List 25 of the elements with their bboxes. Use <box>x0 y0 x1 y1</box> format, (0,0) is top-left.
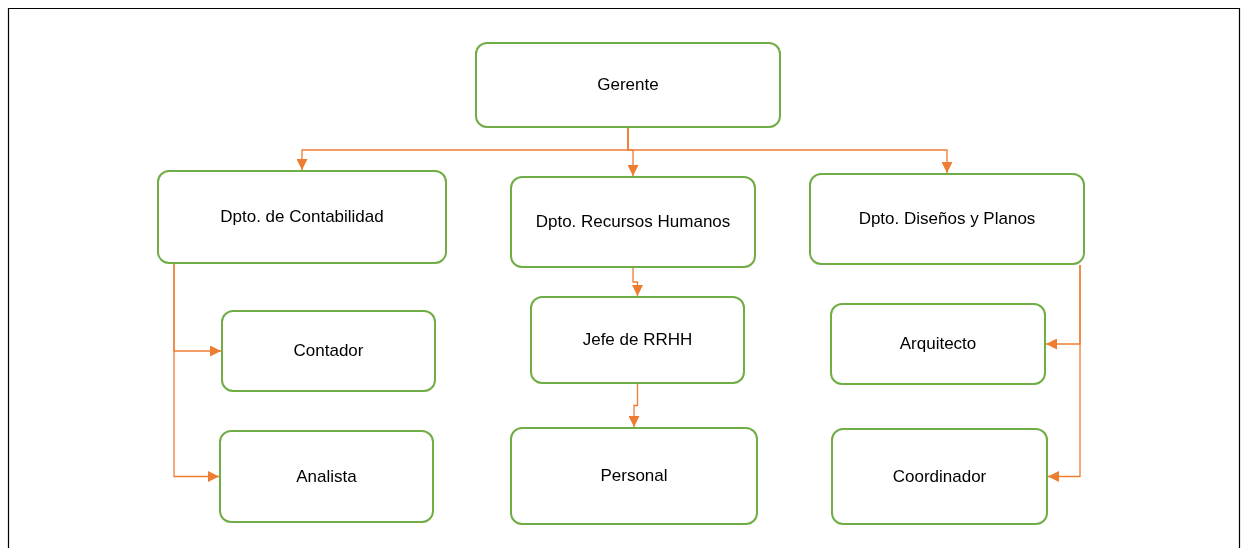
org-box <box>530 296 745 384</box>
box-label: Personal <box>599 465 669 488</box>
box-label: Dpto. Recursos Humanos <box>534 211 732 234</box>
box-label: Contador <box>292 340 365 363</box>
org-box <box>221 310 436 392</box>
connector-arrow <box>632 267 643 297</box>
connector-arrow <box>628 383 640 428</box>
box-label: Coordinador <box>891 465 988 488</box>
box-label: Gerente <box>596 74 660 97</box>
box-label: Analista <box>295 465 358 488</box>
org-box <box>831 428 1048 525</box>
org-box <box>809 173 1085 265</box>
box-label: Arquitecto <box>898 333 978 356</box>
connector-arrow <box>1047 264 1081 482</box>
connector-arrow <box>173 263 220 482</box>
box-label: Jefe de RRHH <box>581 329 694 352</box>
org-box <box>219 430 434 523</box>
box-label: Dpto. Diseños y Planos <box>857 208 1037 231</box>
org-box <box>830 303 1046 385</box>
connector-arrow <box>627 127 953 174</box>
box-label: Dpto. de Contabilidad <box>219 206 385 229</box>
org-box <box>510 176 756 268</box>
org-box <box>475 42 781 128</box>
org-box <box>157 170 447 264</box>
org-box <box>510 427 758 525</box>
